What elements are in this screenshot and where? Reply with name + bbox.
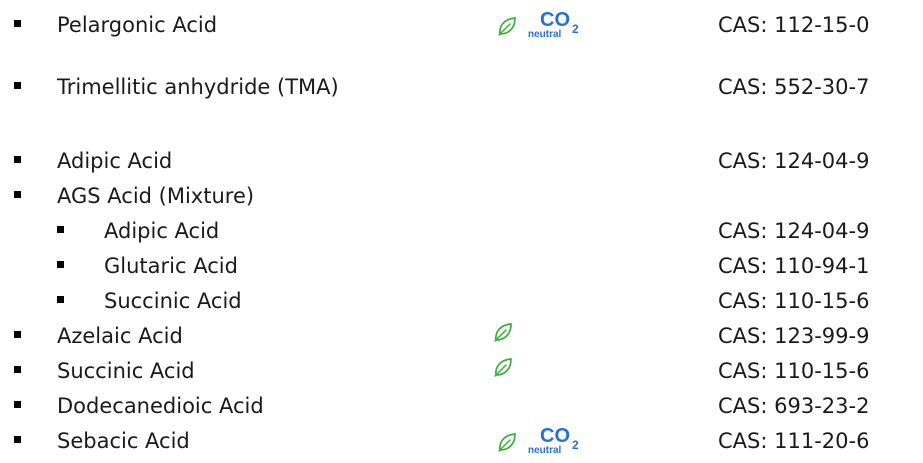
bullet bbox=[57, 261, 64, 268]
cas-number: CAS: 123-99-9 bbox=[718, 324, 870, 348]
list-item: Azelaic Acid CAS: 123-99-9 bbox=[0, 319, 923, 353]
list-item: Succinic Acid CAS: 110-15-6 bbox=[0, 284, 923, 318]
substance-name: Succinic Acid bbox=[57, 359, 195, 383]
substance-name: Glutaric Acid bbox=[104, 254, 238, 278]
cas-number: CAS: 110-15-6 bbox=[718, 289, 870, 313]
substance-name: Succinic Acid bbox=[104, 289, 242, 313]
co2-neutral-badge: CO 2 neutral bbox=[528, 9, 579, 40]
bullet bbox=[14, 366, 21, 373]
substance-name: Azelaic Acid bbox=[57, 324, 183, 348]
bullet bbox=[14, 436, 21, 443]
cas-number: CAS: 124-04-9 bbox=[718, 149, 870, 173]
bullet bbox=[14, 401, 21, 408]
cas-number: CAS: 111-20-6 bbox=[718, 429, 870, 453]
substance-name: AGS Acid (Mixture) bbox=[57, 184, 255, 208]
co2-neutral-badge: CO 2 neutral bbox=[528, 425, 579, 456]
leaf-icon bbox=[498, 433, 516, 452]
list-item: Succinic Acid CAS: 110-15-6 bbox=[0, 354, 923, 388]
cas-number: CAS: 552-30-7 bbox=[718, 75, 870, 99]
list-item: AGS Acid (Mixture) bbox=[0, 179, 923, 213]
substance-name: Dodecanedioic Acid bbox=[57, 394, 264, 418]
cas-number: CAS: 693-23-2 bbox=[718, 394, 870, 418]
cas-number: CAS: 110-15-6 bbox=[718, 359, 870, 383]
substance-name: Trimellitic anhydride (TMA) bbox=[57, 75, 339, 99]
cas-number: CAS: 112-15-0 bbox=[718, 13, 870, 37]
cas-number: CAS: 124-04-9 bbox=[718, 219, 870, 243]
list-item: Sebacic Acid CO 2 neutral CAS: 111-20-6 bbox=[0, 424, 923, 458]
list-item: Pelargonic Acid CO 2 neutral CAS: 112-15… bbox=[0, 8, 923, 42]
substance-name: Adipic Acid bbox=[57, 149, 173, 173]
bullet bbox=[57, 226, 64, 233]
list-item: Adipic Acid CAS: 124-04-9 bbox=[0, 214, 923, 248]
bullet bbox=[57, 296, 64, 303]
leaf-icon bbox=[494, 358, 512, 377]
bullet bbox=[14, 156, 21, 163]
substance-name: Adipic Acid bbox=[104, 219, 220, 243]
list-item: Trimellitic anhydride (TMA) CAS: 552-30-… bbox=[0, 70, 923, 104]
leaf-icon bbox=[494, 323, 512, 342]
substance-name: Pelargonic Acid bbox=[57, 13, 218, 37]
bullet bbox=[14, 82, 21, 89]
substance-name: Sebacic Acid bbox=[57, 429, 190, 453]
list-item: Glutaric Acid CAS: 110-94-1 bbox=[0, 249, 923, 283]
cas-number: CAS: 110-94-1 bbox=[718, 254, 870, 278]
list-item: Adipic Acid CAS: 124-04-9 bbox=[0, 144, 923, 178]
bullet bbox=[14, 331, 21, 338]
leaf-icon bbox=[498, 17, 516, 36]
list-item: Dodecanedioic Acid CAS: 693-23-2 bbox=[0, 389, 923, 423]
bullet bbox=[14, 20, 21, 27]
bullet bbox=[14, 191, 21, 198]
